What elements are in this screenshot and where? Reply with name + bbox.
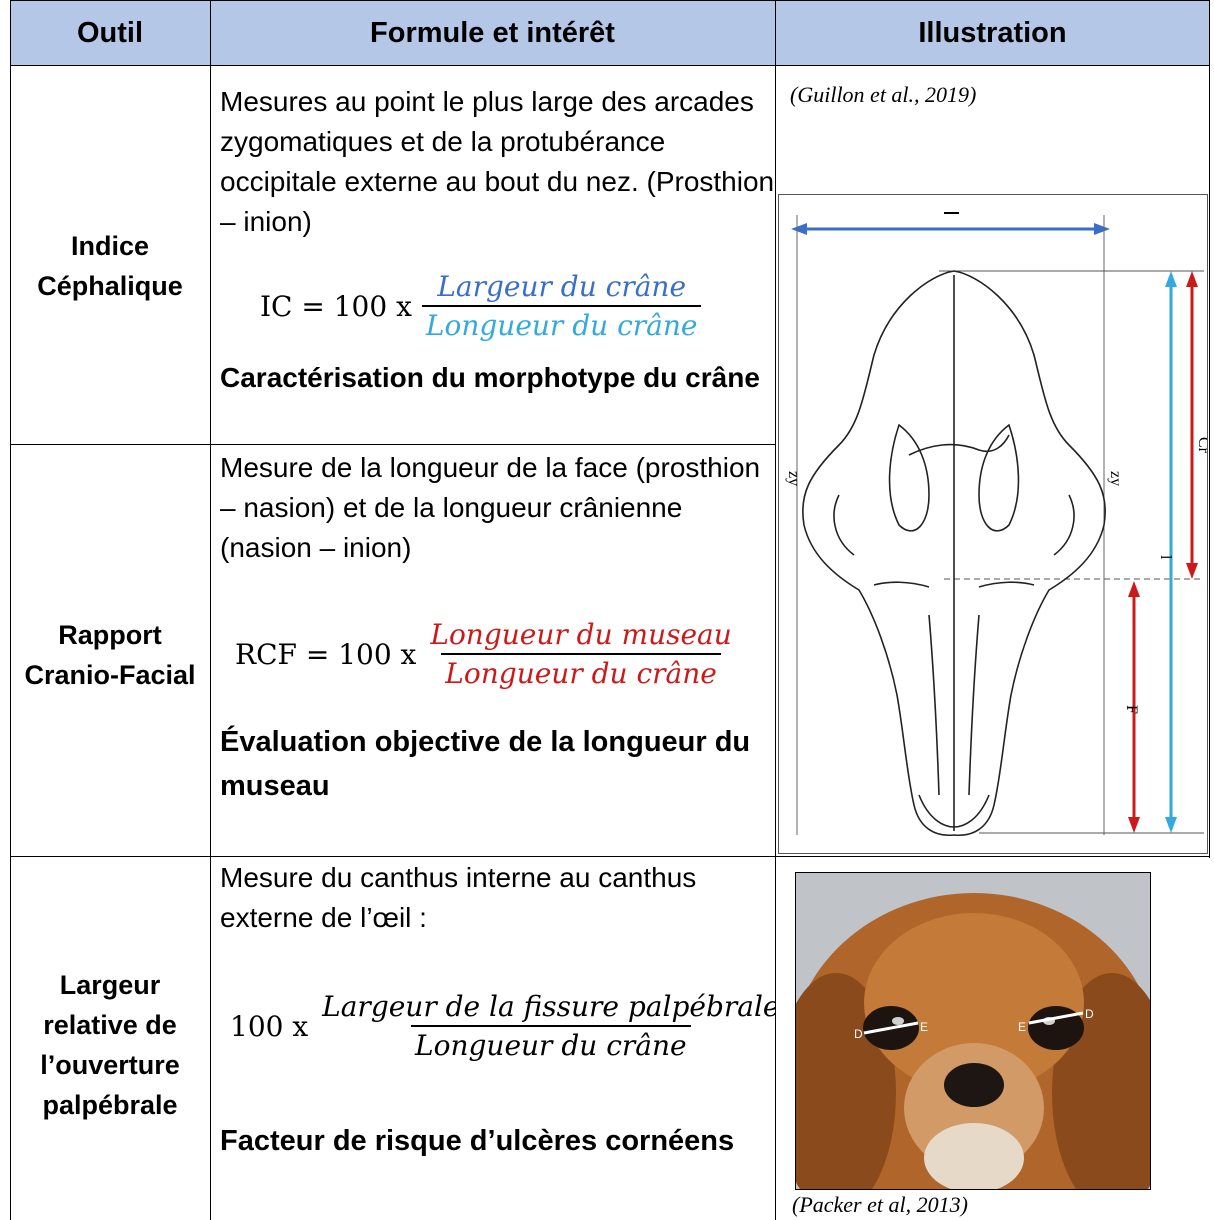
formula-clip: 100 x Largeur de la fissure palpébrale L… <box>220 990 775 1090</box>
label-f: F <box>1123 705 1140 714</box>
arrow-head <box>791 223 807 235</box>
skull-figure: Cr l F zy zy <box>778 194 1212 854</box>
dog-photo: D E E D <box>795 872 1151 1190</box>
arrow-head <box>1128 817 1140 833</box>
dog-illustration: D E E D <box>796 873 1150 1189</box>
arrow-head <box>1094 223 1110 235</box>
grid-line <box>10 0 11 1220</box>
skull-citation: (Guillon et al., 2019) <box>790 82 977 107</box>
skull-outline <box>802 270 1106 836</box>
arrow-head <box>1165 271 1177 287</box>
grid-line <box>10 444 775 445</box>
eye-label-d: D <box>1085 1007 1094 1021</box>
tool-interest: Facteur de risque d’ulcères cornéens <box>220 1125 735 1157</box>
arrow-head <box>1165 817 1177 833</box>
arrow-head <box>1186 563 1198 579</box>
arrow-head <box>1128 581 1140 597</box>
tool-interest: Évaluation objective de la longueur du m… <box>220 726 751 802</box>
eye-label-e: E <box>920 1020 928 1034</box>
label-l: l <box>1157 555 1174 560</box>
label-cr: Cr <box>1195 437 1207 454</box>
formula-palpebral: 100 x Largeur de la fissure palpébrale L… <box>230 990 775 1062</box>
tool-description: Mesures au point le plus large des arcad… <box>220 86 775 237</box>
grid-line <box>10 856 1210 857</box>
dog-citation: (Packer et al, 2013) <box>792 1192 968 1217</box>
arrow-head <box>1186 271 1198 287</box>
tool-description: Mesure de la longueur de la face (prosth… <box>220 452 761 563</box>
formula-ic: IC = 100 x Largeur du crâne Longueur du … <box>260 270 702 342</box>
tool-interest: Caractérisation du morphotype du crâne <box>220 362 760 393</box>
header-illustration: Illustration <box>918 16 1067 49</box>
tool-name: Indice Céphalique <box>37 231 183 301</box>
comparison-table: Outil Formule et intérêt Illustration In… <box>10 0 1212 1220</box>
grid-line <box>210 0 211 1220</box>
grid-line <box>1209 0 1210 858</box>
eye-label-d: D <box>854 1027 863 1041</box>
tool-name: Rapport Cranio-Facial <box>24 620 196 690</box>
tool-name: Largeur relative de l’ouverture palpébra… <box>40 970 180 1120</box>
label-zy-right: zy <box>1107 471 1124 486</box>
label-zy-left: zy <box>785 471 802 486</box>
formula-rcf: RCF = 100 x Longueur du museau Longueur … <box>235 618 732 690</box>
grid-line <box>775 0 776 1220</box>
tool-description: Mesure du canthus interne au canthus ext… <box>220 862 697 933</box>
skull-diagram: Cr l F zy zy <box>785 212 1212 836</box>
header-tool: Outil <box>76 16 144 49</box>
header-formula: Formule et intérêt <box>370 16 615 49</box>
eye-label-e: E <box>1018 1020 1026 1034</box>
